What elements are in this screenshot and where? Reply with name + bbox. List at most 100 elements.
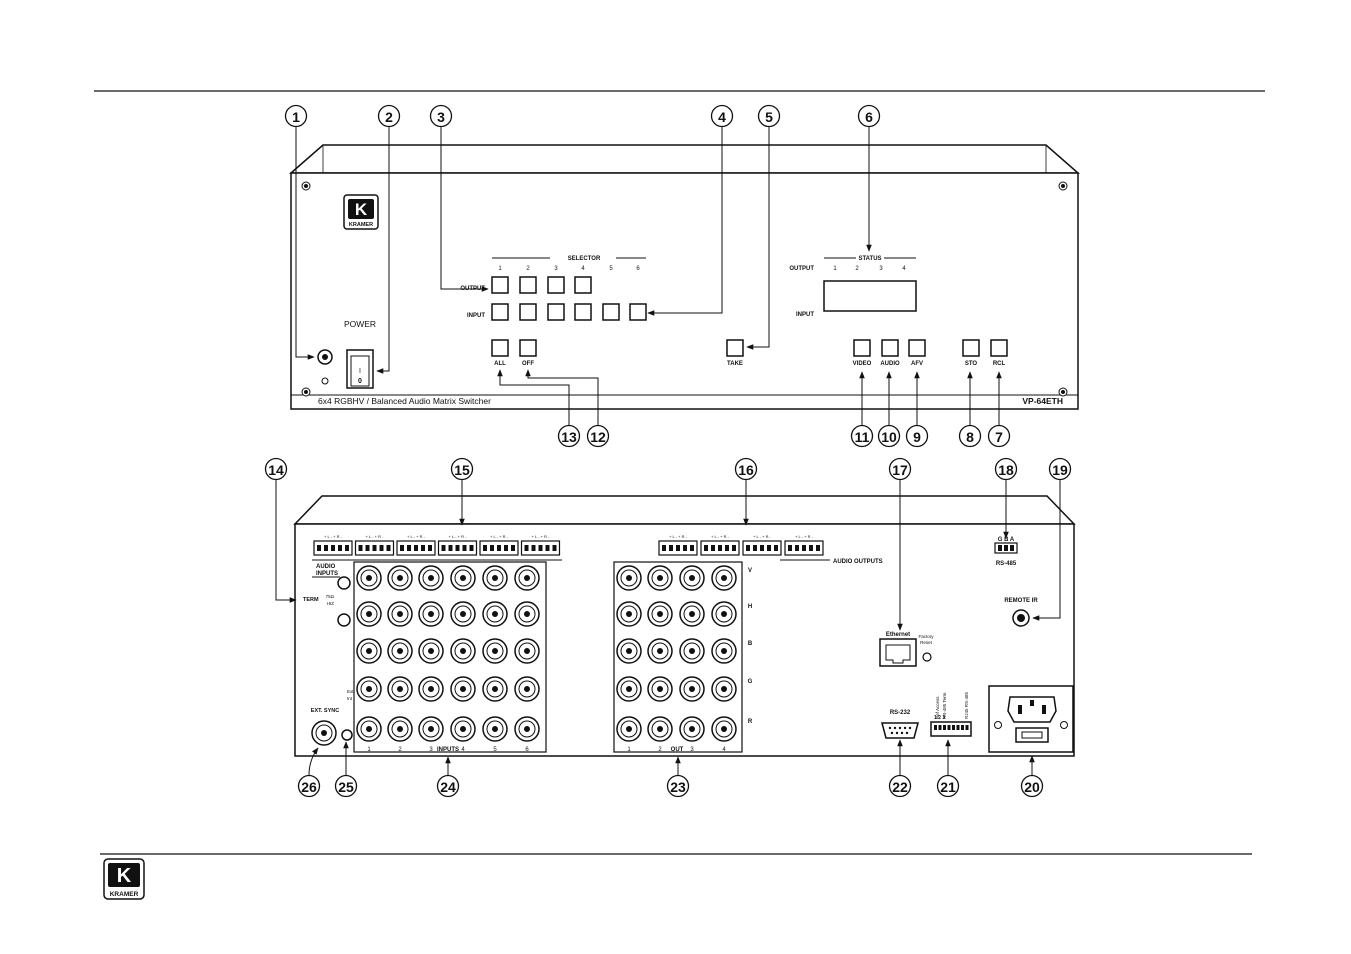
- input-bnc-R-6[interactable]: [514, 716, 540, 742]
- output-select-button-4[interactable]: [574, 276, 592, 294]
- output-select-button-1[interactable]: [491, 276, 509, 294]
- input-bnc-H-5[interactable]: [482, 601, 508, 627]
- input-bnc-B-4[interactable]: [450, 638, 476, 664]
- callout-6: 6: [857, 104, 881, 128]
- output-bnc-V-4[interactable]: [711, 565, 737, 591]
- audio-output-terminal-3[interactable]: + L - + R -: [742, 534, 782, 556]
- footer-logo-letter: K: [117, 865, 132, 887]
- ext-sync-bnc[interactable]: [311, 720, 337, 746]
- ethernet-port[interactable]: [879, 638, 917, 667]
- input-select-button-5[interactable]: [602, 303, 620, 321]
- dip-key: [943, 725, 946, 730]
- take-button[interactable]: [726, 339, 744, 357]
- factory-reset-button[interactable]: [922, 652, 932, 662]
- audio-input-terminal-1[interactable]: + L - + R -: [313, 534, 353, 556]
- output-bnc-V-3[interactable]: [679, 565, 705, 591]
- input-select-button-2[interactable]: [519, 303, 537, 321]
- video-button[interactable]: [853, 339, 871, 357]
- output-bnc-R-3[interactable]: [679, 716, 705, 742]
- output-bnc-H-4[interactable]: [711, 601, 737, 627]
- all-button[interactable]: [491, 339, 509, 357]
- signal-row-B: B: [748, 641, 753, 647]
- input-bnc-G-6[interactable]: [514, 676, 540, 702]
- audio-button[interactable]: [881, 339, 899, 357]
- input-bnc-G-4[interactable]: [450, 676, 476, 702]
- output-bnc-R-2[interactable]: [647, 716, 673, 742]
- input-bnc-V-6[interactable]: [514, 565, 540, 591]
- input-select-button-1[interactable]: [491, 303, 509, 321]
- output-bnc-H-3[interactable]: [679, 601, 705, 627]
- off-button[interactable]: [519, 339, 537, 357]
- audio-output-terminal-4[interactable]: + L - + R -: [784, 534, 824, 556]
- output-bnc-H-2[interactable]: [647, 601, 673, 627]
- output-bnc-H-1[interactable]: [616, 601, 642, 627]
- input-bnc-B-1[interactable]: [356, 638, 382, 664]
- video-label: VIDEO: [853, 361, 872, 367]
- output-bnc-R-4[interactable]: [711, 716, 737, 742]
- input-bnc-V-5[interactable]: [482, 565, 508, 591]
- rcl-button[interactable]: [990, 339, 1008, 357]
- input-bnc-B-6[interactable]: [514, 638, 540, 664]
- input-bnc-B-2[interactable]: [387, 638, 413, 664]
- input-bnc-V-2[interactable]: [387, 565, 413, 591]
- input-bnc-V-1[interactable]: [356, 565, 382, 591]
- fuse-holder[interactable]: [1015, 727, 1049, 743]
- sto-button[interactable]: [962, 339, 980, 357]
- output-bnc-B-4[interactable]: [711, 638, 737, 664]
- screw-icon: [301, 181, 1068, 397]
- input-bnc-R-5[interactable]: [482, 716, 508, 742]
- term-switch-2[interactable]: [337, 613, 351, 627]
- input-bnc-H-6[interactable]: [514, 601, 540, 627]
- output-bnc-G-1[interactable]: [616, 676, 642, 702]
- callout-number: 5: [765, 109, 773, 125]
- audio-input-terminal-3[interactable]: + L - + R -: [396, 534, 436, 556]
- off-label: OFF: [522, 361, 534, 367]
- term-switch-1[interactable]: [337, 576, 351, 590]
- input-bnc-H-2[interactable]: [387, 601, 413, 627]
- input-bnc-R-4[interactable]: [450, 716, 476, 742]
- audio-input-terminal-2[interactable]: + L - + R -: [354, 534, 395, 556]
- input-bnc-V-4[interactable]: [450, 565, 476, 591]
- input-bnc-R-3[interactable]: [418, 716, 444, 742]
- output-bnc-G-3[interactable]: [679, 676, 705, 702]
- afv-button[interactable]: [908, 339, 926, 357]
- input-bnc-G-1[interactable]: [356, 676, 382, 702]
- output-bnc-R-1[interactable]: [616, 716, 642, 742]
- input-bnc-R-2[interactable]: [387, 716, 413, 742]
- input-bnc-H-1[interactable]: [356, 601, 382, 627]
- output-select-button-3[interactable]: [547, 276, 565, 294]
- rs232-port[interactable]: [881, 722, 919, 739]
- output-bnc-B-2[interactable]: [647, 638, 673, 664]
- input-select-button-4[interactable]: [574, 303, 592, 321]
- input-bnc-H-3[interactable]: [418, 601, 444, 627]
- output-bnc-G-4[interactable]: [711, 676, 737, 702]
- remote-ir-jack[interactable]: [1012, 609, 1030, 627]
- input-select-button-6[interactable]: [629, 303, 647, 321]
- ext-sync-switch[interactable]: [341, 729, 353, 741]
- audio-output-terminal-1[interactable]: + L - + R -: [658, 534, 698, 556]
- output-bnc-G-2[interactable]: [647, 676, 673, 702]
- input-bnc-H-4[interactable]: [450, 601, 476, 627]
- input-bnc-V-3[interactable]: [418, 565, 444, 591]
- input-bnc-G-2[interactable]: [387, 676, 413, 702]
- input-bnc-G-3[interactable]: [418, 676, 444, 702]
- audio-input-terminal-5[interactable]: + L - + R -: [479, 534, 519, 556]
- input-bnc-B-5[interactable]: [482, 638, 508, 664]
- output-bnc-B-1[interactable]: [616, 638, 642, 664]
- dip-key: [952, 725, 955, 730]
- output-select-button-2[interactable]: [519, 276, 537, 294]
- output-bnc-V-1[interactable]: [616, 565, 642, 591]
- input-bnc-G-5[interactable]: [482, 676, 508, 702]
- input-select-button-3[interactable]: [547, 303, 565, 321]
- audio-output-terminal-2[interactable]: + L - + R -: [700, 534, 740, 556]
- audio-input-terminal-6[interactable]: + L - + R -: [520, 534, 561, 556]
- audio-input-terminal-4[interactable]: + L - + R -: [437, 534, 478, 556]
- input-bnc-R-1[interactable]: [356, 716, 382, 742]
- output-bnc-B-3[interactable]: [679, 638, 705, 664]
- power-inlet-socket[interactable]: [1007, 696, 1057, 723]
- input-bnc-B-3[interactable]: [418, 638, 444, 664]
- output-bnc-V-2[interactable]: [647, 565, 673, 591]
- selector-column-2: 2: [526, 266, 530, 272]
- dip-key: [961, 725, 964, 730]
